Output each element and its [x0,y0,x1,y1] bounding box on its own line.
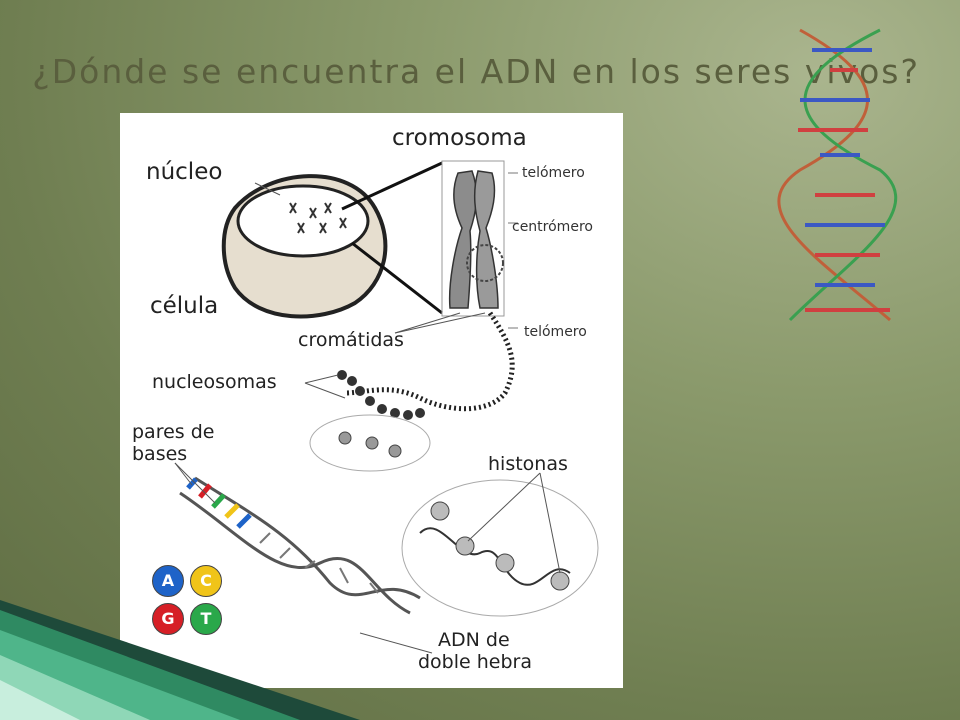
label-base-pairs-line1: pares de [132,421,215,443]
label-telomere-bottom: telómero [524,324,587,340]
label-telomere-top: telómero [522,165,585,181]
histone-detail-oval [401,479,599,617]
base-c-icon: C [190,565,222,597]
slide-title: ¿Dónde se encuentra el ADN en los seres … [32,52,920,91]
dna-molecule-model-image [777,28,897,322]
diagram-artwork [174,160,599,654]
label-base-pairs-line2: bases [132,443,188,465]
dna-location-diagram: núcleo célula cromosoma telómero centróm… [120,113,623,688]
label-chromatids: cromátidas [298,329,404,351]
label-nucleosomes: nucleosomas [152,371,277,393]
base-g-icon: G [152,603,184,635]
label-cell: célula [150,293,219,319]
chromosome-shape [448,170,478,309]
label-dna-line2: doble hebra [418,651,532,673]
label-nucleus: núcleo [146,159,223,185]
corner-decoration [0,600,360,720]
label-histones: histonas [488,453,568,475]
label-dna-line1: ADN de [438,629,510,651]
base-a-icon: A [152,565,184,597]
nucleus-shape [236,184,370,258]
label-centromere: centrómero [512,219,593,235]
base-t-icon: T [190,603,222,635]
label-chromosome: cromosoma [392,125,527,151]
